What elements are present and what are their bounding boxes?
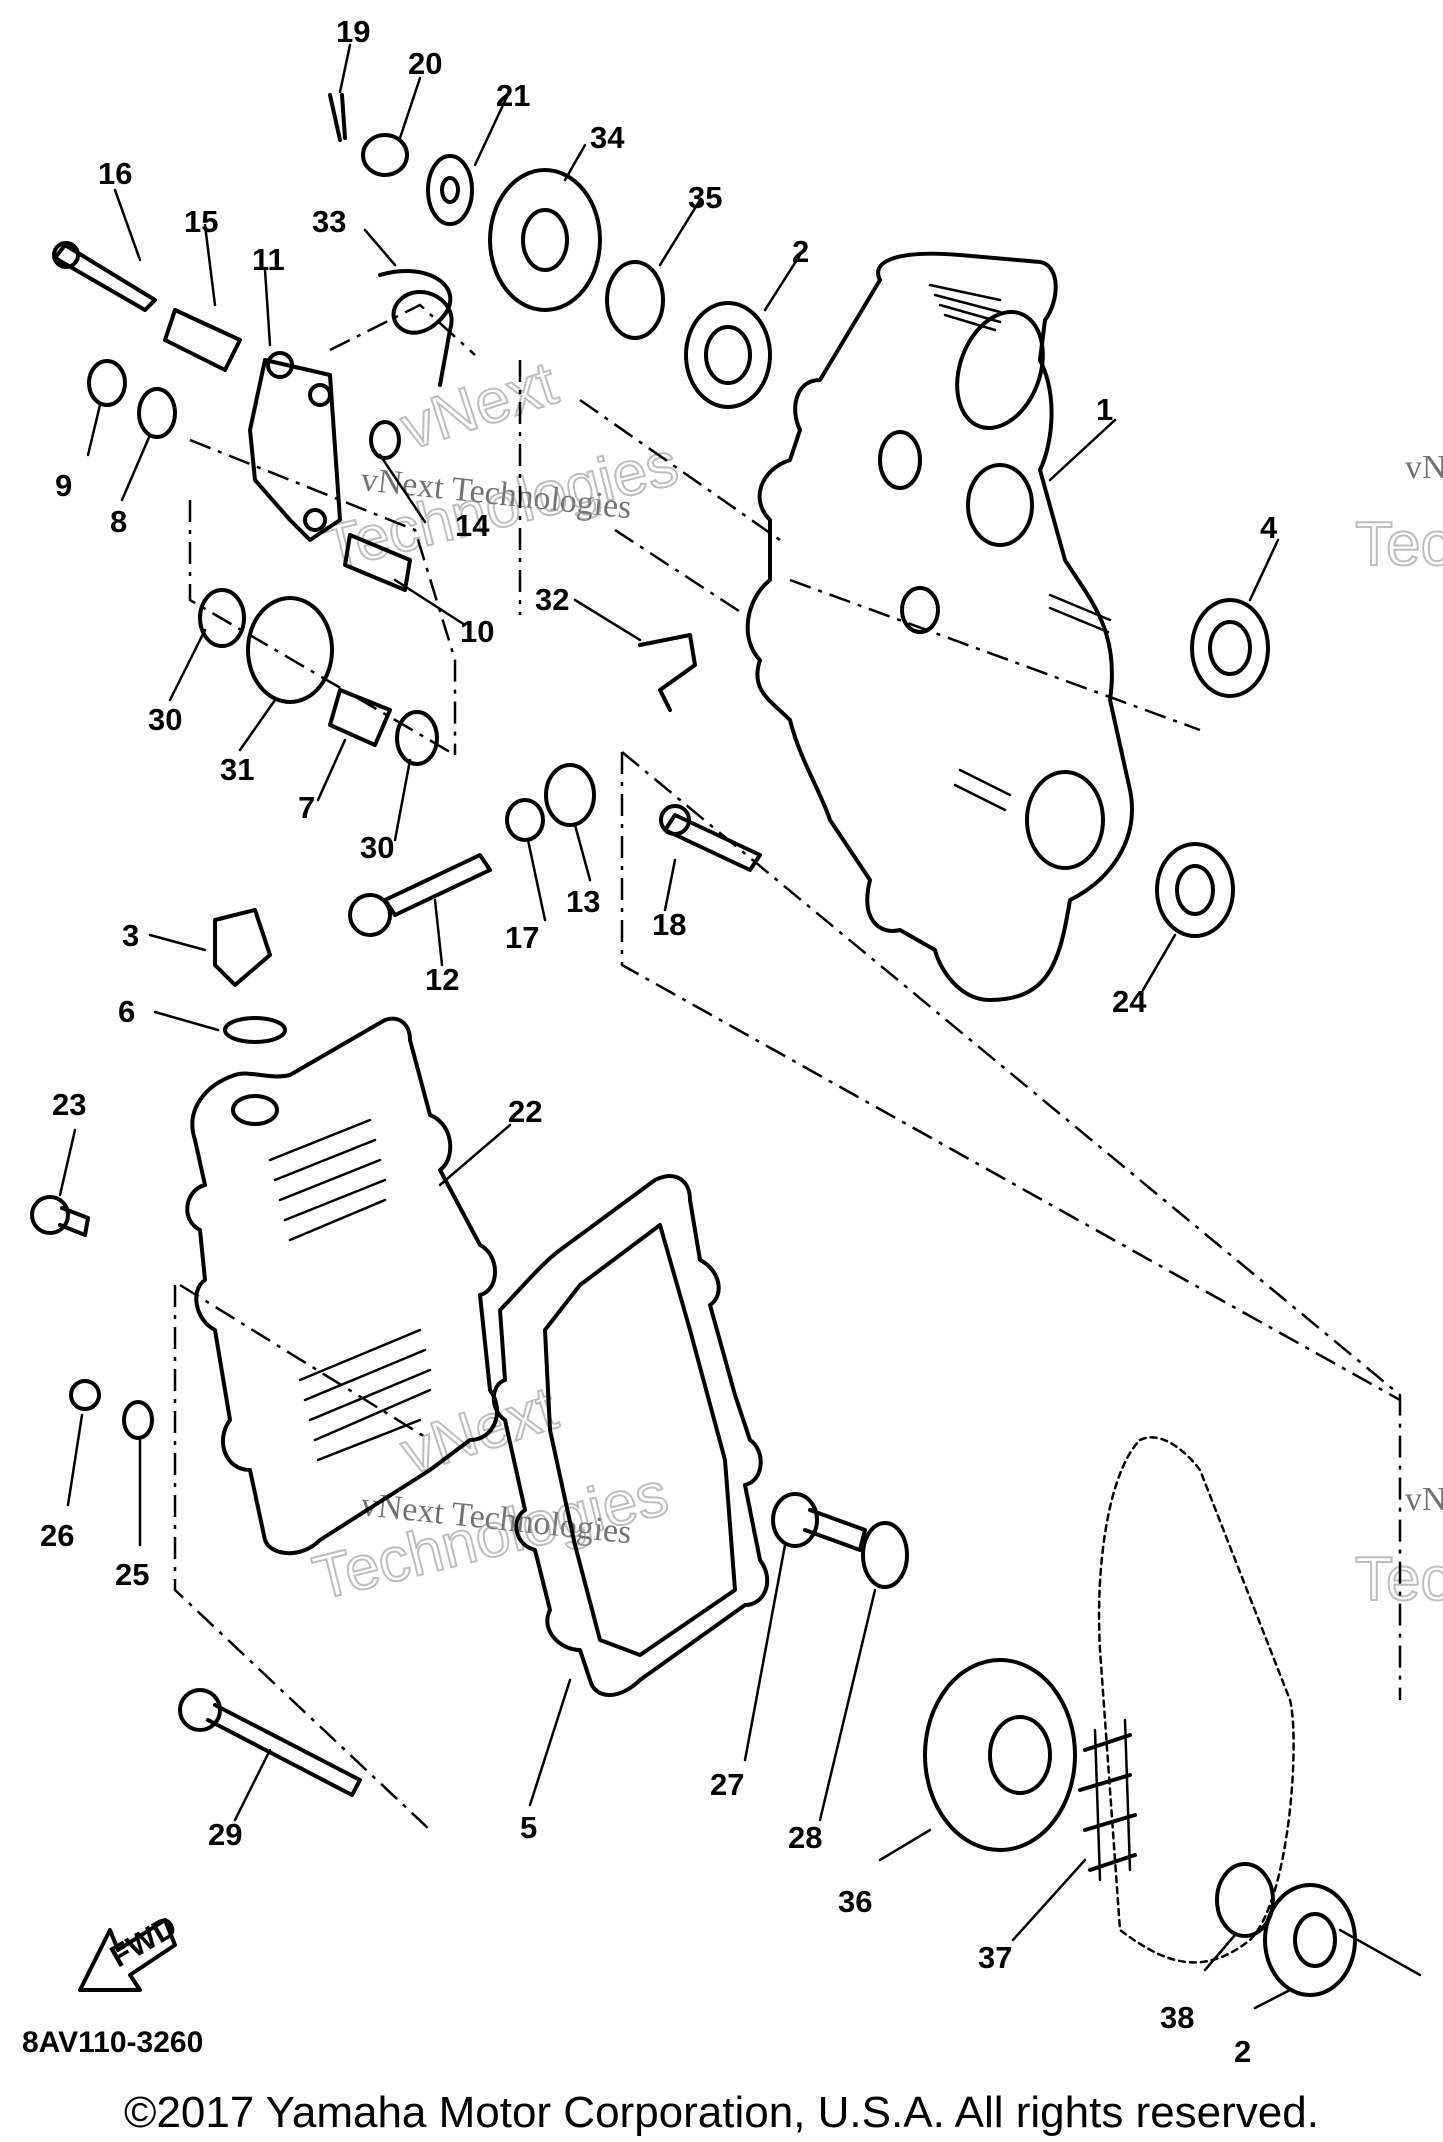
callout-8: 8 <box>110 504 127 539</box>
callout-34: 34 <box>590 120 625 155</box>
leader-lines <box>58 43 1292 2010</box>
copyright-notice: ©2017 Yamaha Motor Corporation, U.S.A. A… <box>124 2088 1319 2137</box>
callout-21: 21 <box>496 78 530 113</box>
callout-26: 26 <box>40 1518 74 1553</box>
assembly-lines <box>173 303 1402 1831</box>
callout-22: 22 <box>508 1094 542 1129</box>
callout-15: 15 <box>184 204 218 239</box>
chain-case-outline <box>1097 1436 1295 1964</box>
callout-10: 10 <box>460 614 494 649</box>
watermark-technologies-2: Technologies <box>307 1459 675 1614</box>
callout-29: 29 <box>208 1817 242 1852</box>
callout-labels: 19 20 21 34 16 15 11 33 35 2 1 9 8 14 10… <box>40 14 1278 2069</box>
callout-18: 18 <box>652 907 686 942</box>
callout-3: 3 <box>122 918 139 953</box>
watermark-edge-vn-2: vN <box>1405 1481 1443 1518</box>
callout-2-second: 2 <box>1234 2034 1251 2069</box>
callout-17: 17 <box>505 920 539 955</box>
watermark-technologies: Technologies <box>317 429 685 584</box>
callout-27: 27 <box>710 1767 744 1802</box>
small-parts <box>30 93 1422 1997</box>
callout-37: 37 <box>978 1940 1012 1975</box>
callout-1: 1 <box>1096 392 1113 427</box>
callout-28: 28 <box>788 1820 822 1855</box>
callout-36: 36 <box>838 1884 872 1919</box>
callout-38: 38 <box>1160 2000 1194 2035</box>
callout-20: 20 <box>408 46 442 81</box>
callout-7: 7 <box>298 790 315 825</box>
callout-2: 2 <box>792 234 809 269</box>
watermark-edge-tec-2: Tec <box>1355 1545 1443 1614</box>
callout-24: 24 <box>1112 984 1147 1019</box>
watermark-edge-vn: vN <box>1405 449 1443 486</box>
callout-19: 19 <box>336 14 370 49</box>
callout-13: 13 <box>566 884 600 919</box>
callout-30: 30 <box>148 702 182 737</box>
crankcase-housing <box>745 251 1134 1002</box>
callout-9: 9 <box>55 468 72 503</box>
callout-14: 14 <box>455 508 490 543</box>
callout-32: 32 <box>535 582 569 617</box>
callout-35: 35 <box>688 180 722 215</box>
watermark-edge-tec: Tec <box>1355 510 1443 579</box>
callout-25: 25 <box>115 1557 149 1592</box>
callout-31: 31 <box>220 752 254 787</box>
callout-6: 6 <box>118 994 135 1029</box>
callout-5: 5 <box>520 1810 537 1845</box>
watermark-vnext-2: vNext <box>393 1374 565 1489</box>
side-cover <box>185 1016 500 1556</box>
cover-gasket <box>491 1174 770 1697</box>
diagram-code: 8AV110-3260 <box>22 2026 203 2059</box>
callout-4: 4 <box>1260 510 1278 545</box>
callout-30-second: 30 <box>360 830 394 865</box>
watermark-vnext: vNext <box>393 349 565 464</box>
callout-12: 12 <box>425 962 459 997</box>
callout-33: 33 <box>312 204 346 239</box>
callout-16: 16 <box>98 156 132 191</box>
callout-23: 23 <box>52 1087 86 1122</box>
callout-11: 11 <box>252 242 285 277</box>
